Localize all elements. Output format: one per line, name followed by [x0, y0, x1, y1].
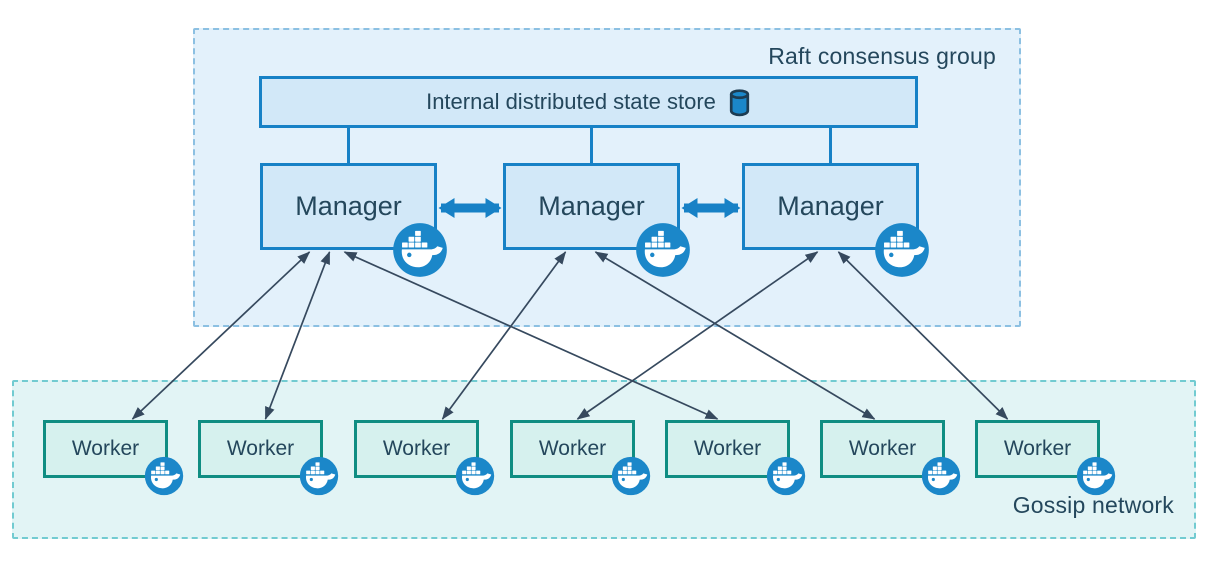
state-store-box: Internal distributed state store — [259, 76, 918, 128]
worker-node-2: Worker — [198, 420, 323, 478]
docker-whale-icon — [921, 456, 961, 496]
worker-label: Worker — [382, 437, 451, 460]
docker-whale-icon — [766, 456, 806, 496]
manager-label: Manager — [295, 191, 402, 221]
worker-node-6: Worker — [820, 420, 945, 478]
docker-whale-icon — [1076, 456, 1116, 496]
worker-node-7: Worker — [975, 420, 1100, 478]
manager-node-3: Manager — [742, 163, 919, 250]
state-store-label: Internal distributed state store — [426, 89, 716, 114]
manager-node-2: Manager — [503, 163, 680, 250]
docker-whale-icon — [299, 456, 339, 496]
worker-label: Worker — [538, 437, 607, 460]
worker-label: Worker — [71, 437, 140, 460]
worker-label: Worker — [848, 437, 917, 460]
worker-label: Worker — [1003, 437, 1072, 460]
worker-label: Worker — [226, 437, 295, 460]
docker-whale-icon — [874, 222, 930, 278]
manager-label: Manager — [777, 191, 884, 221]
docker-whale-icon — [611, 456, 651, 496]
worker-label: Worker — [693, 437, 762, 460]
worker-node-4: Worker — [510, 420, 635, 478]
worker-node-3: Worker — [354, 420, 479, 478]
worker-node-5: Worker — [665, 420, 790, 478]
database-cylinder-icon — [728, 88, 751, 117]
docker-whale-icon — [455, 456, 495, 496]
docker-whale-icon — [392, 222, 448, 278]
worker-node-1: Worker — [43, 420, 168, 478]
docker-whale-icon — [635, 222, 691, 278]
docker-whale-icon — [144, 456, 184, 496]
gossip-network-label: Gossip network — [1012, 492, 1174, 518]
manager-node-1: Manager — [260, 163, 437, 250]
manager-label: Manager — [538, 191, 645, 221]
raft-group-label: Raft consensus group — [768, 43, 996, 69]
